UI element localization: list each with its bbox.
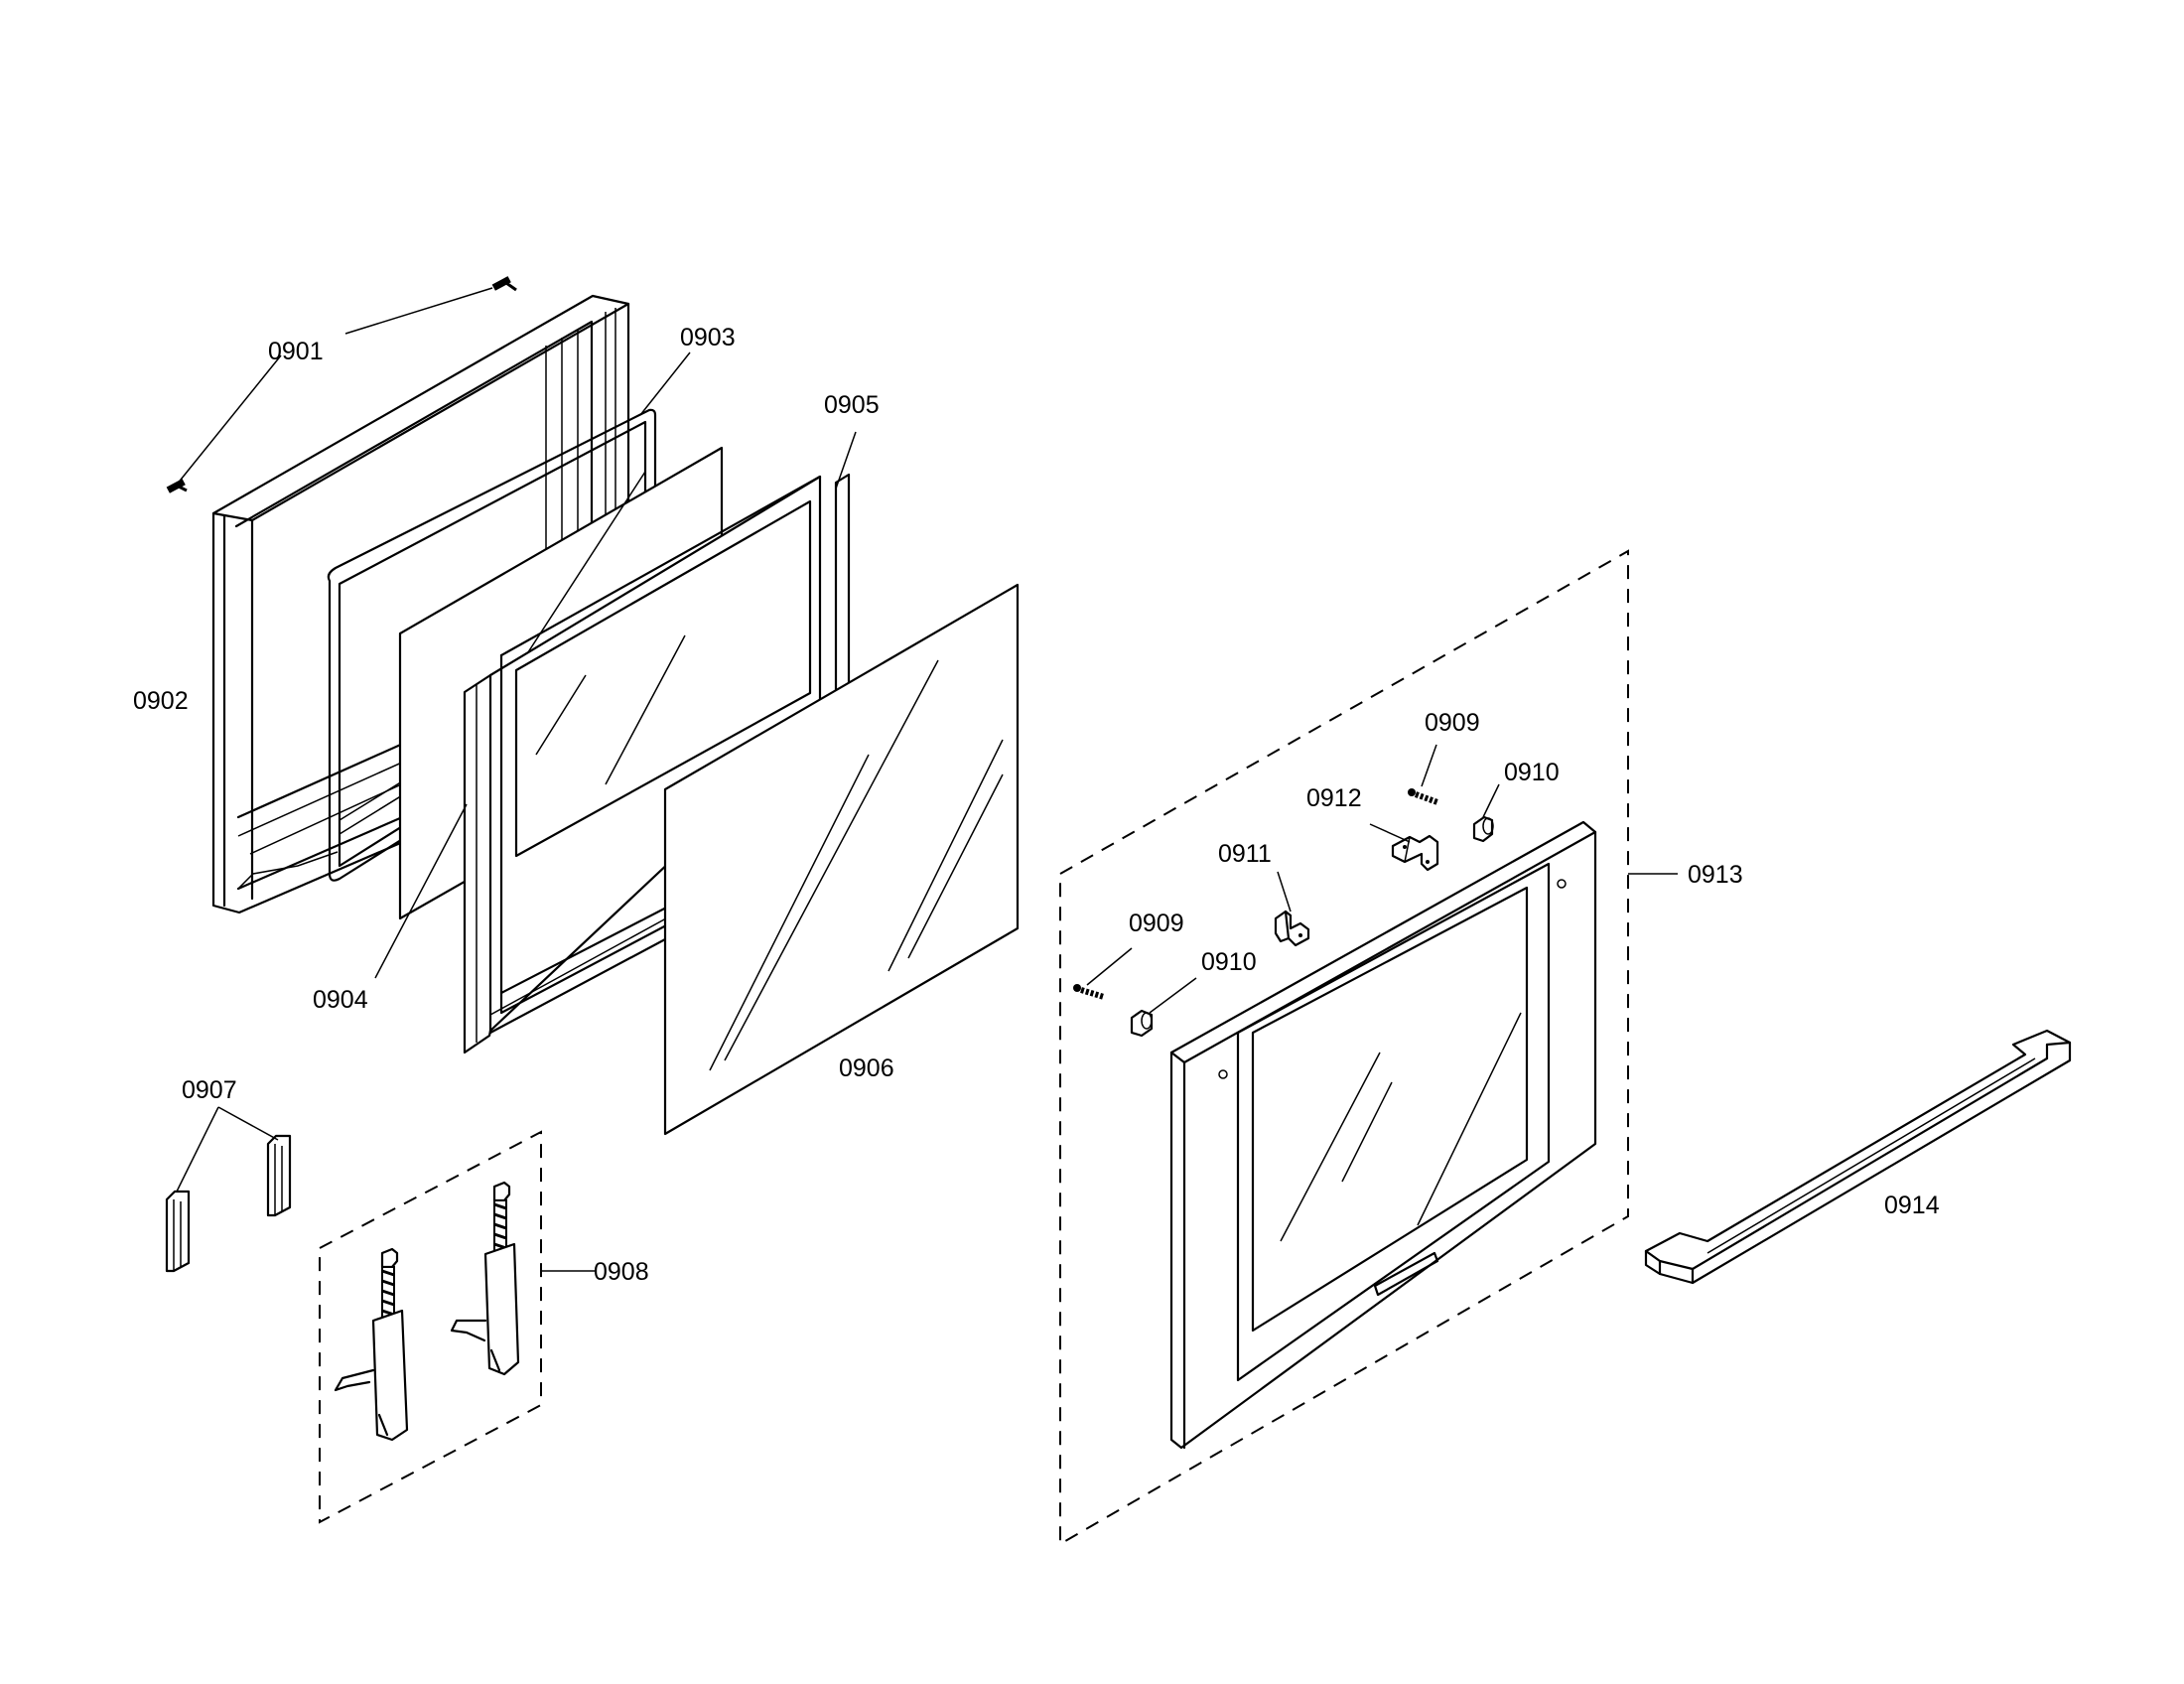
part-0914-handle (1644, 1029, 2072, 1285)
label-0908: 0908 (594, 1258, 649, 1286)
part-labels: 0901 0902 0903 0904 0905 0906 0907 0908 … (133, 324, 1940, 1286)
label-0907: 0907 (182, 1076, 237, 1104)
part-0910-spacer-upper (1472, 815, 1494, 843)
label-0913: 0913 (1688, 861, 1743, 889)
part-0908-hinges (319, 1130, 542, 1524)
part-0901-screws (166, 276, 517, 493)
label-0910-upper: 0910 (1504, 759, 1560, 786)
part-0912-bracket (1391, 834, 1439, 872)
part-0913-outer-door-group (1059, 549, 1629, 1546)
part-0907-brackets (165, 1134, 292, 1273)
label-0902: 0902 (133, 687, 189, 715)
part-0909-screw-lower (1073, 984, 1105, 1000)
outer-door-panel (1169, 820, 1597, 1450)
bracket-icon (165, 1190, 191, 1273)
screw-icon (166, 479, 188, 493)
part-0909-screw-upper (1408, 788, 1439, 805)
part-0905-frame (463, 473, 851, 1054)
part-0911-bracket (1274, 910, 1310, 947)
part-0910-spacer-lower (1130, 1009, 1154, 1038)
label-0901: 0901 (268, 338, 324, 365)
label-0904: 0904 (313, 986, 368, 1014)
label-0909-upper: 0909 (1425, 709, 1480, 737)
leader-lines (176, 287, 1678, 1272)
hinge-icon (450, 1181, 520, 1376)
label-0906: 0906 (839, 1054, 894, 1082)
label-0912: 0912 (1306, 784, 1362, 812)
hinge-icon (334, 1247, 409, 1442)
label-0911: 0911 (1218, 840, 1272, 868)
label-0905: 0905 (824, 391, 880, 419)
label-0910-lower: 0910 (1201, 948, 1257, 976)
label-0909-lower: 0909 (1129, 910, 1184, 937)
bracket-icon (266, 1134, 292, 1217)
screw-icon (491, 276, 517, 292)
label-0914: 0914 (1884, 1192, 1940, 1219)
part-0906-outer-glass (663, 583, 1020, 1136)
label-0903: 0903 (680, 324, 736, 351)
